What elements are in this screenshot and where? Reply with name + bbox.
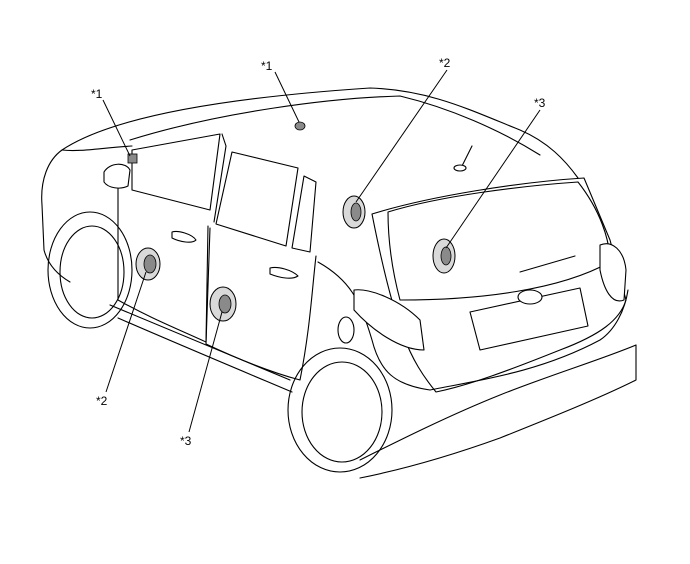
leader-c1-pillar bbox=[102, 99, 131, 157]
rocker-panel bbox=[117, 317, 293, 393]
windshield-edge bbox=[61, 145, 133, 152]
hatch-speaker-icon bbox=[432, 238, 456, 274]
license-plate-area bbox=[469, 287, 589, 351]
callout-3-hatch: *3 bbox=[534, 96, 546, 110]
windows bbox=[131, 133, 317, 253]
tail-lamp-right bbox=[599, 243, 627, 302]
leader-c3-rear-door bbox=[188, 311, 223, 433]
tweeter-roof-icon bbox=[294, 121, 306, 131]
front-door-speaker-icon bbox=[135, 247, 161, 281]
rear-door-handle bbox=[269, 266, 299, 279]
callout-labels: *1 *1 *2 *2 *3 *3 bbox=[91, 56, 546, 448]
side-mirror bbox=[103, 163, 131, 189]
rear-wheel bbox=[287, 347, 393, 473]
rear-quarter bbox=[317, 261, 431, 391]
callout-1-roof: *1 bbox=[261, 59, 273, 73]
hatch-outline bbox=[371, 177, 627, 393]
quarter-window bbox=[291, 175, 317, 253]
rear-hatch bbox=[353, 177, 627, 393]
leader-c3-hatch bbox=[445, 109, 541, 249]
car-body bbox=[41, 87, 637, 479]
callout-2-rear: *2 bbox=[439, 56, 451, 70]
roof-inner-line bbox=[129, 95, 541, 156]
rear-window bbox=[387, 181, 611, 301]
leader-c1-roof bbox=[274, 71, 300, 123]
rear-wiper bbox=[519, 255, 576, 273]
leader-c2-rear bbox=[355, 69, 448, 203]
b-pillar bbox=[213, 133, 227, 223]
leader-lines bbox=[102, 69, 541, 433]
callout-1-pillar: *1 bbox=[91, 87, 103, 101]
callout-2-front-door: *2 bbox=[96, 394, 108, 408]
doors bbox=[117, 187, 317, 381]
rear-door-outline bbox=[205, 227, 317, 381]
front-door-window bbox=[131, 133, 221, 211]
fuel-lid bbox=[337, 316, 355, 344]
front-door-outline bbox=[117, 187, 209, 343]
rear-emblem bbox=[517, 289, 543, 305]
lower-body-line bbox=[109, 304, 291, 381]
rear-door-window bbox=[215, 151, 299, 247]
roof-antenna bbox=[453, 145, 473, 172]
roof-outline bbox=[61, 87, 579, 179]
tweeter-pillar-icon bbox=[127, 153, 138, 164]
callout-3-rear-door: *3 bbox=[180, 434, 192, 448]
leader-c2-front-door bbox=[105, 271, 147, 393]
front-door-handle bbox=[171, 230, 197, 243]
front-wheel bbox=[47, 211, 133, 329]
hood-outline bbox=[41, 149, 71, 283]
rear-bumper bbox=[359, 344, 637, 479]
rear-door-speaker-icon bbox=[209, 286, 237, 322]
rear-body-side bbox=[429, 289, 629, 391]
tail-lamp-left bbox=[353, 289, 425, 351]
rear-pillar-speaker-icon bbox=[342, 195, 366, 229]
